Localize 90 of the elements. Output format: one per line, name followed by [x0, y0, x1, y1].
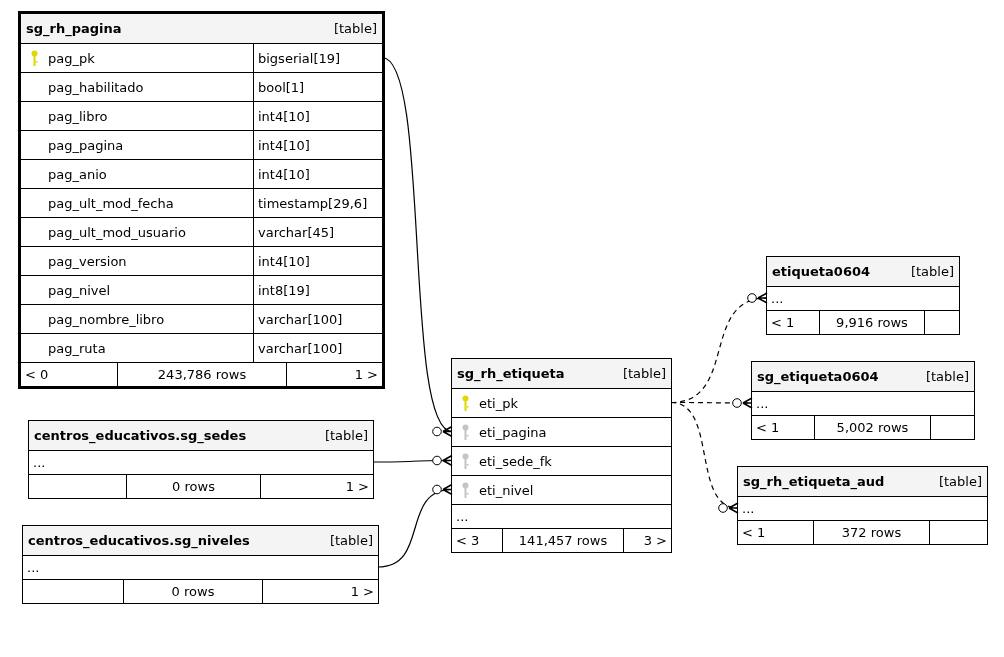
column-name: eti_sede_fk [479, 453, 552, 469]
table-name: etiqueta0604 [772, 264, 871, 279]
table-box [28, 420, 374, 499]
table-footer [29, 474, 373, 498]
column-type: int4[10] [258, 166, 310, 182]
row-count: 372 rows [841, 525, 902, 540]
column-type: varchar[100] [258, 311, 343, 327]
table-row [21, 333, 382, 362]
table-type-tag: [table] [622, 366, 666, 381]
row-count: 5,002 rows [836, 420, 909, 435]
table-box [766, 256, 960, 335]
column-name: ... [456, 509, 469, 524]
column-type: varchar[45] [258, 224, 335, 240]
table-type-tag: [table] [938, 474, 982, 489]
column-name: ... [742, 501, 755, 516]
column-type: int4[10] [258, 137, 310, 153]
column-type: varchar[100] [258, 340, 343, 356]
table-row [21, 43, 382, 72]
table-box [737, 466, 988, 545]
table-type-tag: [table] [925, 369, 969, 384]
table-box [18, 11, 385, 389]
parents-count: < 1 [742, 525, 766, 540]
table-type-tag: [table] [333, 21, 377, 36]
relationship-line [372, 454, 453, 467]
table-footer [767, 310, 959, 334]
children-count: 3 > [643, 533, 667, 548]
column-name: pag_ult_mod_usuario [48, 224, 186, 240]
row-count: 0 rows [171, 584, 215, 599]
column-type: bool[1] [258, 79, 305, 95]
table-row [21, 217, 382, 246]
table-type-tag: [table] [329, 533, 373, 548]
column-name: ... [771, 291, 784, 306]
table-name: sg_rh_etiqueta [457, 366, 565, 381]
relationship-line [670, 401, 740, 514]
column-name: pag_pagina [48, 137, 124, 153]
children-count: 1 > [350, 584, 374, 599]
table-type-tag: [table] [910, 264, 954, 279]
table-name: centros_educativos.sg_sedes [34, 428, 247, 443]
table-footer [752, 415, 974, 439]
column-type: int4[10] [258, 108, 310, 124]
table-footer [452, 528, 671, 552]
column-name: pag_pk [48, 50, 95, 66]
table-row [21, 246, 382, 275]
column-name: pag_nombre_libro [48, 311, 165, 327]
table-box [451, 358, 672, 553]
column-name: ... [27, 560, 40, 575]
column-type: int4[10] [258, 253, 310, 269]
column-name: pag_habilitado [48, 79, 144, 95]
column-name: pag_ult_mod_fecha [48, 195, 174, 211]
table-row [21, 130, 382, 159]
parents-count: < 1 [756, 420, 780, 435]
table-row [21, 72, 382, 101]
relationship-line [377, 483, 454, 568]
parents-count: < 1 [771, 315, 795, 330]
table-row [21, 275, 382, 304]
column-name: eti_nivel [479, 482, 534, 498]
table-name: sg_rh_etiqueta_aud [743, 474, 885, 489]
column-name: pag_libro [48, 108, 108, 124]
table-row [21, 101, 382, 130]
table-name: centros_educativos.sg_niveles [28, 533, 250, 548]
table-row [21, 188, 382, 217]
column-name: eti_pagina [479, 424, 547, 440]
table-row [21, 159, 382, 188]
table-footer [23, 579, 378, 603]
parents-count: < 3 [456, 533, 480, 548]
table-box [22, 525, 379, 604]
row-count: 9,916 rows [836, 315, 908, 330]
row-count: 141,457 rows [518, 533, 608, 548]
table-footer [738, 520, 987, 544]
table-row [21, 304, 382, 333]
column-type: bigserial[19] [258, 50, 341, 66]
parents-count: < 0 [25, 367, 49, 382]
column-name: ... [756, 396, 769, 411]
children-count: 1 > [345, 479, 369, 494]
column-type: timestamp[29,6] [258, 195, 368, 211]
column-type: int8[19] [258, 282, 310, 298]
table-type-tag: [table] [324, 428, 368, 443]
children-count: 1 > [354, 367, 378, 382]
column-name: ... [33, 455, 46, 470]
row-count: 243,786 rows [157, 367, 247, 382]
column-name: pag_nivel [48, 282, 111, 298]
column-name: eti_pk [479, 395, 518, 411]
row-count: 0 rows [172, 479, 215, 494]
table-box [751, 361, 975, 440]
table-name: sg_rh_pagina [26, 21, 122, 36]
column-name: pag_version [48, 253, 127, 269]
table-name: sg_etiqueta0604 [757, 369, 879, 384]
column-name: pag_anio [48, 166, 107, 182]
table-footer [21, 362, 382, 386]
column-name: pag_ruta [48, 340, 106, 356]
